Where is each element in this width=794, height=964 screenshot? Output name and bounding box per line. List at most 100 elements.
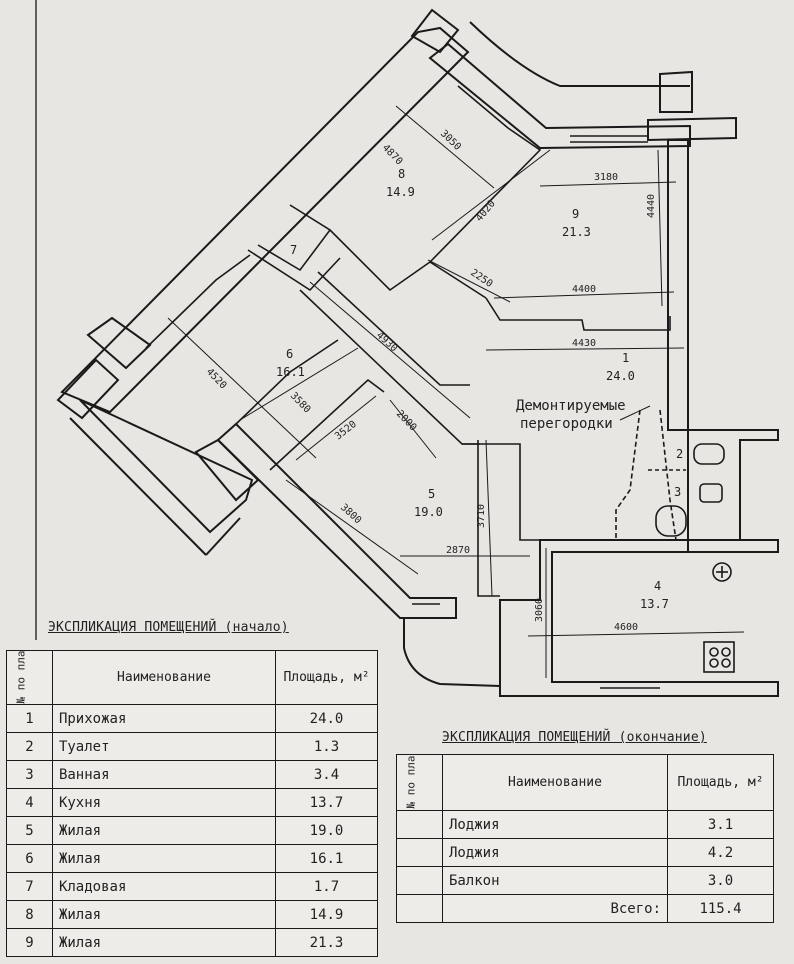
dim-label: 3050 [438,128,463,153]
row-number: 8 [6,900,53,929]
dim-line [239,347,359,421]
wall-5-right-2 [477,440,500,597]
room-number: 6 [286,347,293,361]
table-header-row: № по плану Наименование Площадь, м² [396,754,774,811]
dim-label: 4600 [614,622,638,633]
wall-stub-left-2 [56,358,120,420]
row-name: Кухня [51,788,277,817]
dim-line [167,317,317,459]
room-number: 1 [622,351,629,365]
toilet-icon [693,443,725,465]
wall-9-bottom [485,297,671,331]
dim-label: 4020 [474,198,498,224]
row-area: 21.3 [275,928,378,957]
sw-wall [216,422,457,619]
row-name: Жилая [51,928,277,957]
wall-6-5-b [269,378,385,471]
dim-label: 4930 [374,330,399,354]
row-number [396,838,443,867]
stove-burner [709,647,719,657]
wall-post-right [659,70,693,113]
dim-label: 2250 [468,267,494,290]
room-number: 8 [398,167,405,181]
col-header-area: Площадь, м² [667,754,774,811]
loggia-top [469,21,690,87]
row-area: 3.1 [667,810,774,839]
row-number: 5 [6,816,53,845]
wall-7-b [247,249,341,292]
row-number [396,866,443,895]
corridor-wall-2 [317,271,470,386]
col-header-area: Площадь, м² [275,650,378,705]
row-area: 19.0 [275,816,378,845]
kitchen-sink-icon [712,562,732,582]
loggia-left [79,399,254,534]
room-area: 24.0 [606,369,635,383]
dashed-partition-1 [615,409,641,540]
row-number: 7 [6,872,53,901]
row-name: Туалет [51,732,277,761]
partition-note-line2: перегородки [520,416,613,432]
room-number: 4 [654,579,661,593]
room-number: 2 [676,447,683,461]
sink-icon [699,483,723,503]
explication-table-end: № по плану Наименование Площадь, м² Лодж… [396,754,774,923]
dim-line [493,291,675,299]
total-label: Всего: [441,894,669,923]
dim-label: 4870 [380,142,405,167]
wall-5-right [462,443,540,541]
row-number [396,810,443,839]
dim-label: 3800 [338,502,363,526]
dim-line [295,395,377,461]
partition-note-line1: Демонтируемые [516,398,626,414]
row-number: 9 [6,928,53,957]
room-number: 9 [572,207,579,221]
col-header-name: Наименование [51,650,277,705]
dim-label: 3060 [534,598,545,622]
bathtub-icon [655,505,687,537]
dim-line [427,259,511,303]
col-header-no: № по плану [396,754,443,811]
room-number: 3 [674,485,681,499]
wall-6-top [145,254,251,349]
row-number: 6 [6,844,53,873]
room-number: 5 [428,487,435,501]
row-number: 1 [6,704,53,733]
n-wall [428,42,691,150]
row-number: 4 [6,788,53,817]
wall-9-left [429,261,487,299]
row-area: 1.3 [275,732,378,761]
dim-label: 3710 [476,504,487,528]
room-labels: 1 24.0 2 3 4 13.7 5 19.0 6 16.1 7 8 14.9… [276,167,683,611]
row-area: 1.7 [275,872,378,901]
loggia-rail [69,417,207,556]
table-total-row: Всего: 115.4 [396,894,774,923]
dim-line [431,149,551,241]
table-start-title: ЭКСПЛИКАЦИЯ ПОМЕЩЕНИЙ (начало) [48,620,289,635]
dim-line [389,399,437,459]
room-area: 13.7 [640,597,669,611]
row-number: 3 [6,760,53,789]
table-header-row: № по плану Наименование Площадь, м² [6,650,378,705]
note-leader [619,405,651,421]
e-wall [667,139,689,431]
row-area: 16.1 [275,844,378,873]
row-name: Жилая [51,900,277,929]
interior-partitions [145,85,735,689]
wall-8-9 [429,85,542,263]
row-name: Ванная [51,760,277,789]
row-name: Прихожая [51,704,277,733]
row-area: 4.2 [667,838,774,867]
room-area: 19.0 [414,505,443,519]
dashed-partition-2 [659,409,677,541]
row-name: Жилая [51,816,277,845]
row-area: 3.0 [667,866,774,895]
